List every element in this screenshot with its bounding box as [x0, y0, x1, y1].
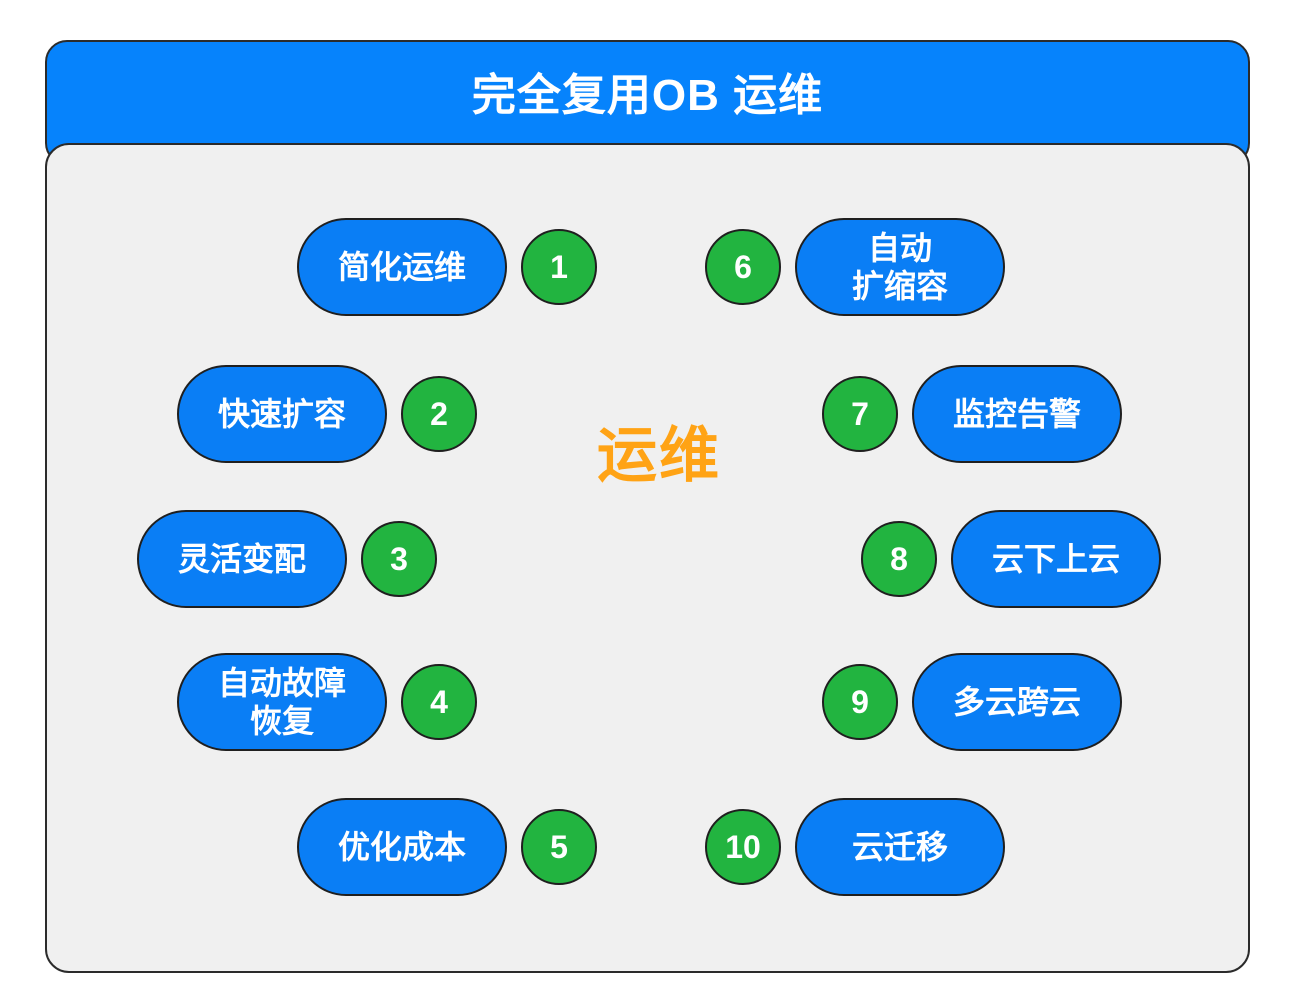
- step-badge: 6: [705, 229, 781, 305]
- step-number: 4: [430, 683, 448, 720]
- step-number: 1: [550, 248, 568, 285]
- feature-pill: 监控告警: [912, 365, 1122, 463]
- feature-node-3: 灵活变配 3: [137, 510, 437, 608]
- feature-node-10: 云迁移 10: [705, 798, 1005, 896]
- feature-label: 快速扩容: [217, 395, 346, 432]
- step-badge: 3: [361, 521, 437, 597]
- feature-pill: 优化成本: [297, 798, 507, 896]
- feature-pill: 快速扩容: [177, 365, 387, 463]
- feature-node-7: 监控告警 7: [822, 365, 1122, 463]
- feature-node-9: 多云跨云 9: [822, 653, 1122, 751]
- feature-node-4: 自动故障 恢复 4: [177, 653, 477, 751]
- feature-pill: 云下上云: [951, 510, 1161, 608]
- feature-label: 自动 扩缩容: [851, 229, 948, 304]
- feature-pill: 多云跨云: [912, 653, 1122, 751]
- step-badge: 2: [401, 376, 477, 452]
- feature-pill: 自动 扩缩容: [795, 218, 1005, 316]
- step-number: 9: [851, 683, 869, 720]
- step-badge: 1: [521, 229, 597, 305]
- step-badge: 5: [521, 809, 597, 885]
- feature-node-2: 快速扩容 2: [177, 365, 477, 463]
- feature-pill: 简化运维: [297, 218, 507, 316]
- step-number: 5: [550, 828, 568, 865]
- feature-node-5: 优化成本 5: [297, 798, 597, 896]
- step-badge: 9: [822, 664, 898, 740]
- feature-label: 优化成本: [337, 828, 466, 865]
- feature-pill: 云迁移: [795, 798, 1005, 896]
- step-badge: 4: [401, 664, 477, 740]
- card-title: 完全复用OB 运维: [471, 70, 824, 120]
- step-badge: 10: [705, 809, 781, 885]
- feature-label: 多云跨云: [952, 683, 1081, 720]
- feature-label: 监控告警: [952, 395, 1081, 432]
- feature-label: 自动故障 恢复: [217, 664, 346, 739]
- feature-pill: 自动故障 恢复: [177, 653, 387, 751]
- center-label: 运维: [597, 422, 721, 489]
- card-body: 运维 简化运维 1 快速扩容 2 灵活变配: [45, 143, 1250, 973]
- step-number: 2: [430, 395, 448, 432]
- ops-feature-card: 完全复用OB 运维 运维 简化运维 1 快速扩容 2: [45, 40, 1250, 973]
- step-number: 8: [890, 540, 908, 577]
- step-number: 7: [851, 395, 869, 432]
- feature-label: 灵活变配: [177, 540, 306, 577]
- step-number: 3: [390, 540, 408, 577]
- feature-label: 云下上云: [991, 540, 1120, 577]
- feature-node-1: 简化运维 1: [297, 218, 597, 316]
- step-number: 6: [734, 248, 752, 285]
- step-number: 10: [725, 828, 761, 865]
- feature-pill: 灵活变配: [137, 510, 347, 608]
- feature-label: 云迁移: [851, 828, 948, 865]
- feature-label: 简化运维: [337, 248, 466, 285]
- feature-node-6: 自动 扩缩容 6: [705, 218, 1005, 316]
- step-badge: 8: [861, 521, 937, 597]
- feature-node-8: 云下上云 8: [861, 510, 1161, 608]
- step-badge: 7: [822, 376, 898, 452]
